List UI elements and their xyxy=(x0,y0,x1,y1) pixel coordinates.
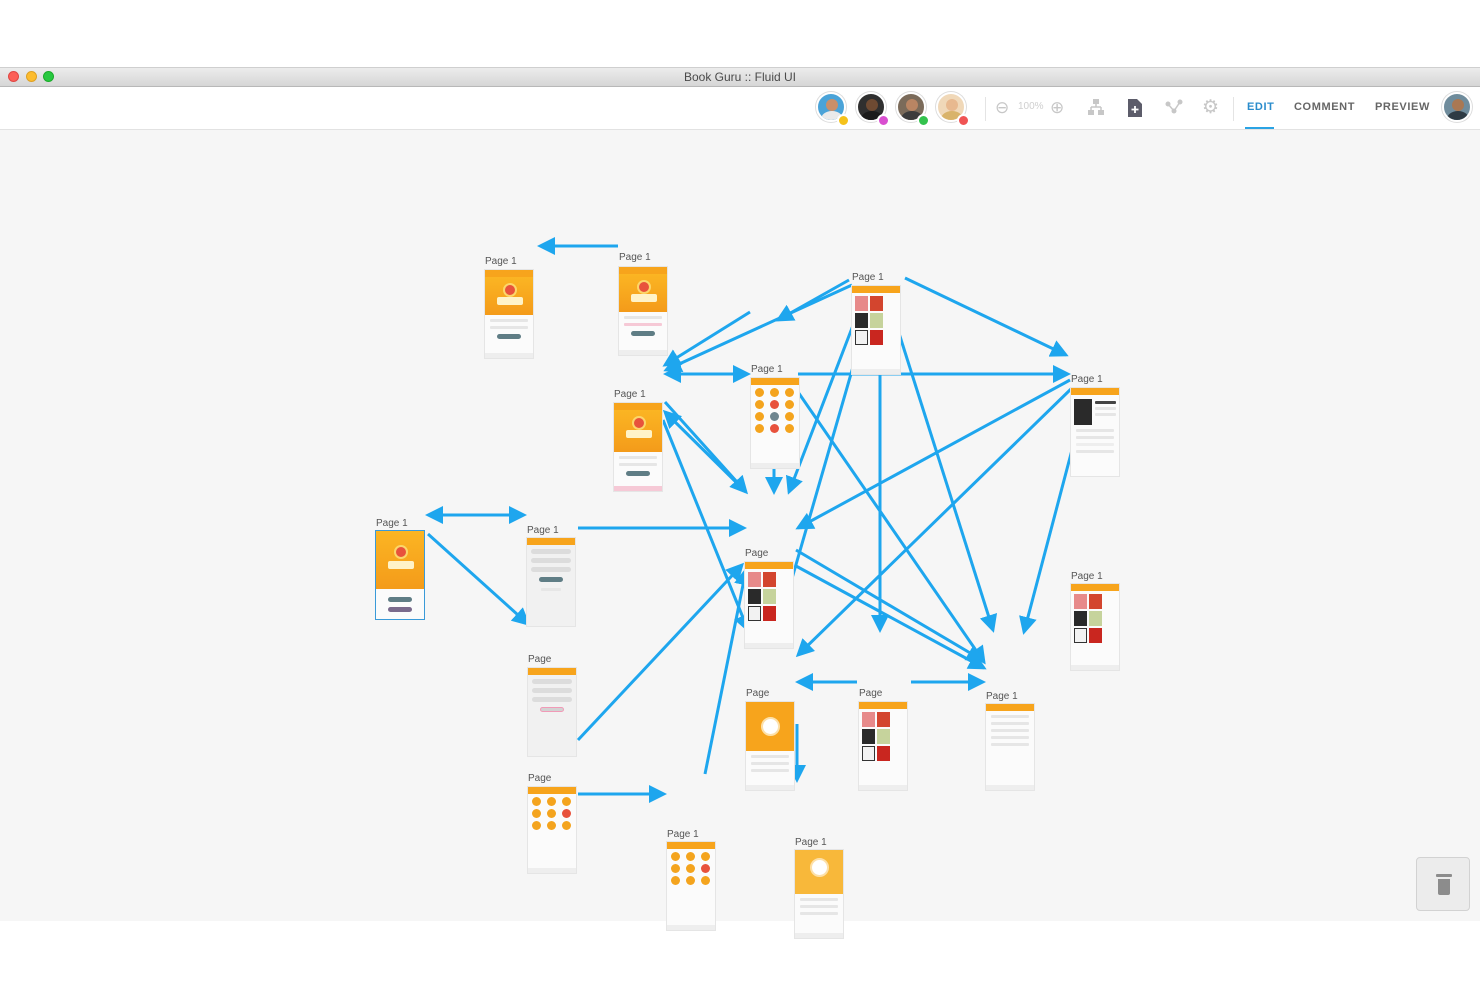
page-label: Page xyxy=(745,548,769,559)
page-links xyxy=(425,237,1084,803)
zoom-in-icon[interactable]: ⊕ xyxy=(1050,98,1065,117)
sitemap-icon[interactable] xyxy=(1087,98,1105,121)
window-title: Book Guru :: Fluid UI xyxy=(683,70,797,84)
page-thumbnail-p17[interactable] xyxy=(794,849,844,939)
zoom-out-icon[interactable]: ⊖ xyxy=(995,98,1010,117)
page-label: Page 1 xyxy=(619,252,651,263)
page-thumbnail-p13[interactable] xyxy=(858,701,908,791)
page-thumbnail-p11[interactable] xyxy=(527,667,577,757)
page-label: Page xyxy=(746,688,770,699)
tab-edit[interactable]: EDIT xyxy=(1247,101,1275,113)
page-label: Page 1 xyxy=(1071,374,1103,385)
page-thumbnail-p16[interactable] xyxy=(666,841,716,931)
link-arrow xyxy=(904,276,1069,357)
link-arrow xyxy=(661,419,751,633)
presence-indicator xyxy=(837,114,850,127)
presence-indicator xyxy=(957,114,970,127)
settings-icon[interactable]: ⚙ xyxy=(1202,97,1220,118)
page-thumbnail-p9[interactable] xyxy=(744,561,794,649)
close-window-button[interactable] xyxy=(8,71,19,82)
page-thumbnail-p12[interactable] xyxy=(745,701,795,791)
tab-preview[interactable]: PREVIEW xyxy=(1375,101,1430,113)
page-thumbnail-p3[interactable] xyxy=(851,285,901,375)
page-thumbnail-p6[interactable] xyxy=(1070,387,1120,477)
zoom-level: 100% xyxy=(1018,101,1044,112)
sitemap-canvas[interactable]: Page 1 Page 1 Page 1 Page 1 Page 1 xyxy=(0,130,1480,939)
toolbar: ⊖ 100% ⊕ ⚙ EDIT COMMENT PREVIEW xyxy=(0,87,1480,130)
current-user-avatar[interactable] xyxy=(1442,92,1472,122)
page-thumbnail-p1[interactable] xyxy=(484,269,534,359)
tab-comment[interactable]: COMMENT xyxy=(1294,101,1356,113)
page-label: Page 1 xyxy=(986,691,1018,702)
page-label: Page xyxy=(859,688,883,699)
page-label: Page 1 xyxy=(852,272,884,283)
page-label: Page 1 xyxy=(527,525,559,536)
page-label: Page 1 xyxy=(376,518,408,529)
active-tab-indicator xyxy=(1245,127,1274,129)
link-arrow xyxy=(785,301,864,495)
page-thumbnail-p14[interactable] xyxy=(985,703,1035,791)
collaborator-avatar-2[interactable] xyxy=(856,92,886,122)
minimize-window-button[interactable] xyxy=(26,71,37,82)
toolbar-divider xyxy=(985,97,986,121)
page-label: Page xyxy=(528,654,552,665)
delete-button[interactable] xyxy=(1416,857,1470,911)
link-arrow xyxy=(795,386,1074,658)
page-thumbnail-p10[interactable] xyxy=(1070,583,1120,671)
page-label: Page 1 xyxy=(667,829,699,840)
page-thumbnail-p2[interactable] xyxy=(618,266,668,356)
page-label: Page 1 xyxy=(485,256,517,267)
title-bar: Book Guru :: Fluid UI xyxy=(0,68,1480,87)
page-label: Page 1 xyxy=(751,364,783,375)
link-arrow xyxy=(795,378,1071,530)
presence-indicator xyxy=(877,114,890,127)
links-icon[interactable] xyxy=(1164,98,1184,121)
page-thumbnail-p7[interactable] xyxy=(375,530,425,620)
page-thumbnail-p8[interactable] xyxy=(526,537,576,627)
link-arrow xyxy=(426,532,531,627)
link-arrow xyxy=(663,283,853,372)
link-arrow xyxy=(795,548,985,662)
toolbar-divider xyxy=(1233,97,1234,121)
page-label: Page xyxy=(528,773,552,784)
page-thumbnail-p5[interactable] xyxy=(613,402,663,492)
add-page-icon[interactable] xyxy=(1127,98,1143,123)
collaborator-avatar-1[interactable] xyxy=(816,92,846,122)
maximize-window-button[interactable] xyxy=(43,71,54,82)
page-label: Page 1 xyxy=(614,389,646,400)
page-label: Page 1 xyxy=(795,837,827,848)
link-arrow xyxy=(796,391,986,665)
presence-indicator xyxy=(917,114,930,127)
link-arrow xyxy=(795,564,987,670)
link-arrow xyxy=(576,562,745,742)
link-arrow xyxy=(703,567,752,775)
page-thumbnail-p15[interactable] xyxy=(527,786,577,874)
page-thumbnail-p4[interactable] xyxy=(750,377,800,469)
link-arrow xyxy=(662,409,748,494)
app-window: Book Guru :: Fluid UI ⊖ 100% ⊕ ⚙ xyxy=(0,67,1480,939)
page-label: Page 1 xyxy=(1071,571,1103,582)
link-arrow xyxy=(889,307,998,633)
